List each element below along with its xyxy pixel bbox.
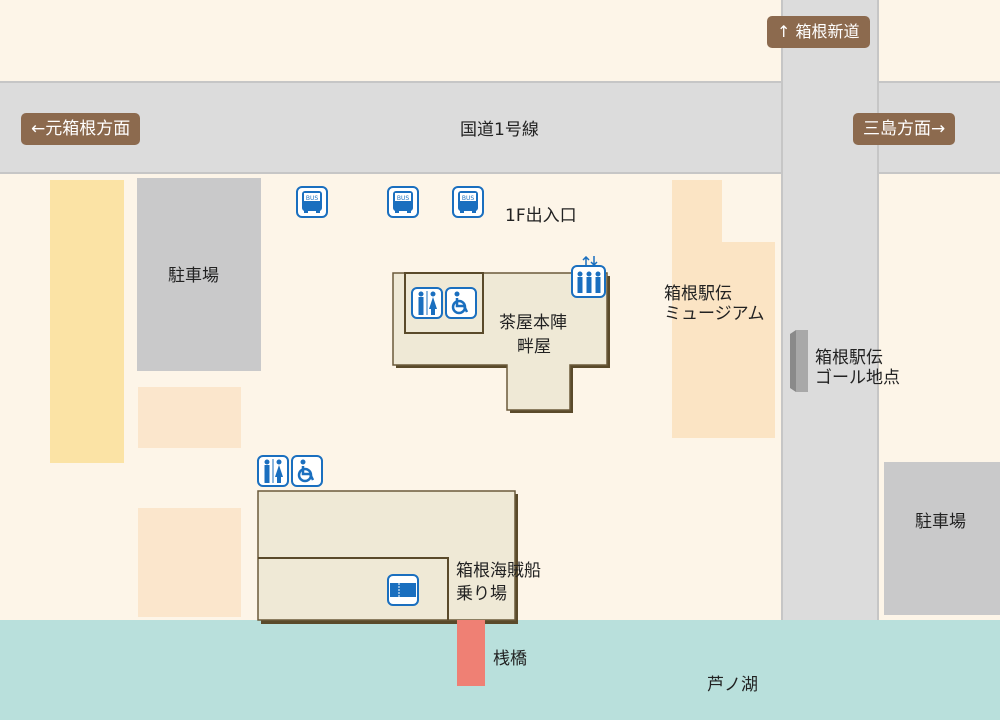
pirate-label-1: 箱根海賊船 bbox=[456, 561, 541, 581]
entrance-label: 1F出入口 bbox=[505, 206, 577, 226]
goal-label-1: 箱根駅伝 bbox=[815, 348, 883, 368]
parking-right-label: 駐車場 bbox=[915, 512, 966, 532]
elevator-arrows-icon bbox=[582, 256, 598, 266]
yellow-strip bbox=[50, 180, 124, 463]
bus-stop-icon: BUS bbox=[387, 186, 419, 218]
chaya-label-2: 畔屋 bbox=[517, 337, 551, 357]
wheelchair-icon bbox=[291, 455, 323, 487]
sign-mishima: 三島方面→ bbox=[853, 113, 956, 145]
lake-label: 芦ノ湖 bbox=[707, 675, 758, 695]
restroom-icon bbox=[411, 287, 443, 319]
elevator-icon bbox=[571, 265, 606, 298]
restroom-icon bbox=[257, 455, 289, 487]
museum-label-2: ミュージアム bbox=[664, 304, 765, 324]
wheelchair-icon bbox=[445, 287, 477, 319]
parking-left-label: 駐車場 bbox=[168, 266, 219, 286]
museum-label-1: 箱根駅伝 bbox=[664, 284, 732, 304]
parking-right bbox=[884, 462, 1000, 615]
parking-left bbox=[137, 178, 261, 371]
svg-text:BUS: BUS bbox=[397, 195, 410, 202]
bus-stop-icon: BUS bbox=[296, 186, 328, 218]
sign-motohakone: ←元箱根方面 bbox=[21, 113, 141, 145]
pirate-label-2: 乗り場 bbox=[456, 584, 507, 604]
sign-hakone-shindo: ↑ 箱根新道 bbox=[767, 16, 870, 48]
ticket-icon bbox=[387, 574, 419, 606]
bus-stop-icon: BUS bbox=[452, 186, 484, 218]
svg-text:BUS: BUS bbox=[306, 195, 319, 202]
chaya-label-1: 茶屋本陣 bbox=[499, 313, 567, 333]
route1-label: 国道1号線 bbox=[460, 120, 539, 140]
goal-label-2: ゴール地点 bbox=[815, 368, 900, 388]
svg-text:BUS: BUS bbox=[462, 195, 475, 202]
pier-label: 桟橋 bbox=[493, 649, 527, 669]
